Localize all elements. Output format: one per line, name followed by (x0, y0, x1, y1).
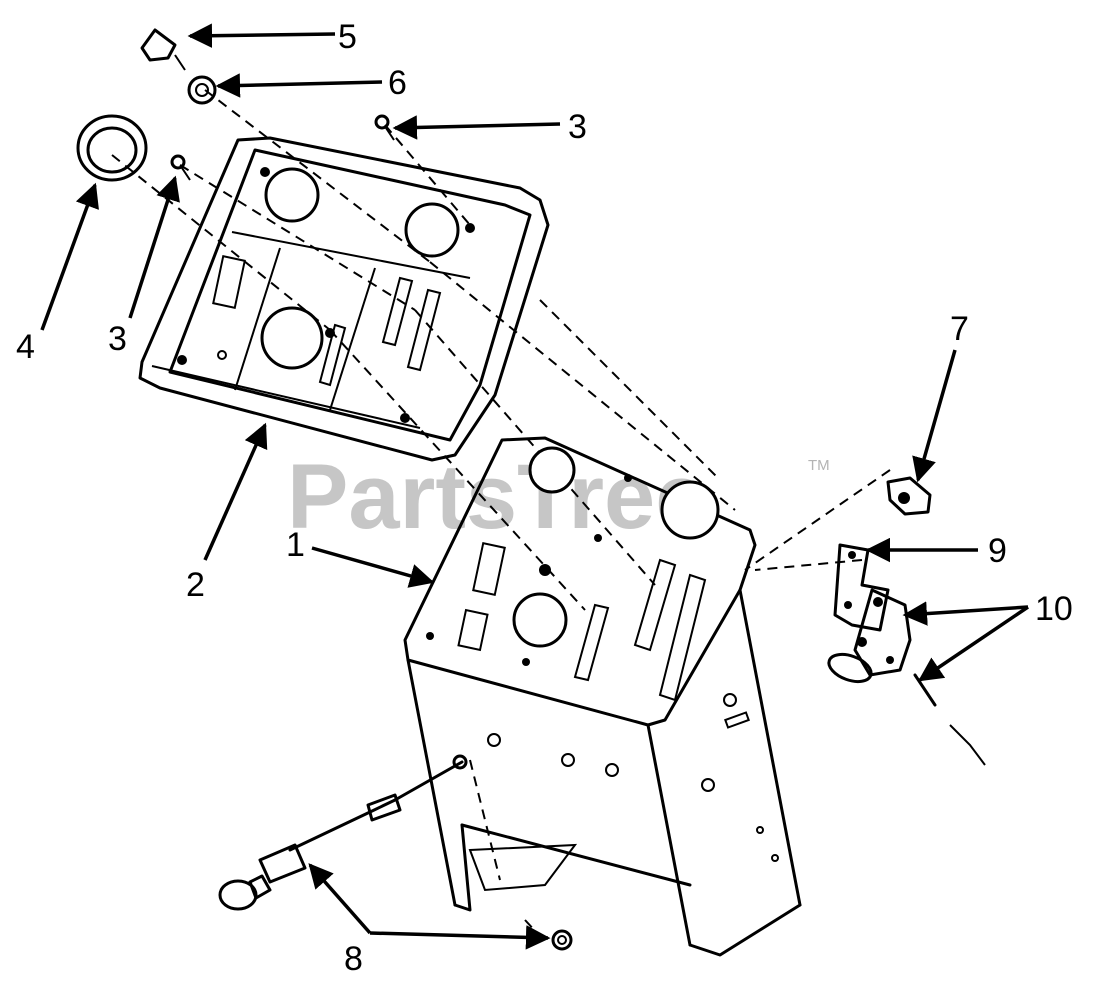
callout-2: 2 (186, 566, 205, 604)
callout-10: 10 (1035, 590, 1073, 628)
choke-cable (218, 760, 573, 951)
callout-5: 5 (338, 18, 357, 56)
callout-6: 6 (388, 64, 407, 102)
callout-1: 1 (286, 526, 305, 564)
leader-lines (40, 23, 1029, 950)
callout-3-top: 3 (568, 108, 587, 146)
watermark-trademark: TM (808, 457, 830, 474)
dash-panel (403, 436, 802, 957)
callout-labels: 5 6 3 4 3 2 1 7 9 10 8 (16, 18, 1073, 978)
callout-4: 4 (16, 328, 35, 366)
screw-left (170, 154, 191, 181)
washer (187, 75, 217, 105)
bracket (833, 543, 890, 632)
cap (886, 476, 932, 516)
screw-right (374, 114, 395, 141)
watermark: PartsTree TM (287, 446, 830, 548)
callout-7: 7 (950, 310, 969, 348)
callout-8: 8 (344, 940, 363, 978)
dash-bezel (138, 136, 550, 462)
watermark-text: PartsTree (287, 446, 706, 548)
knob (140, 28, 186, 71)
grommet (76, 114, 148, 182)
callout-3-left: 3 (108, 320, 127, 358)
callout-9: 9 (988, 532, 1007, 570)
